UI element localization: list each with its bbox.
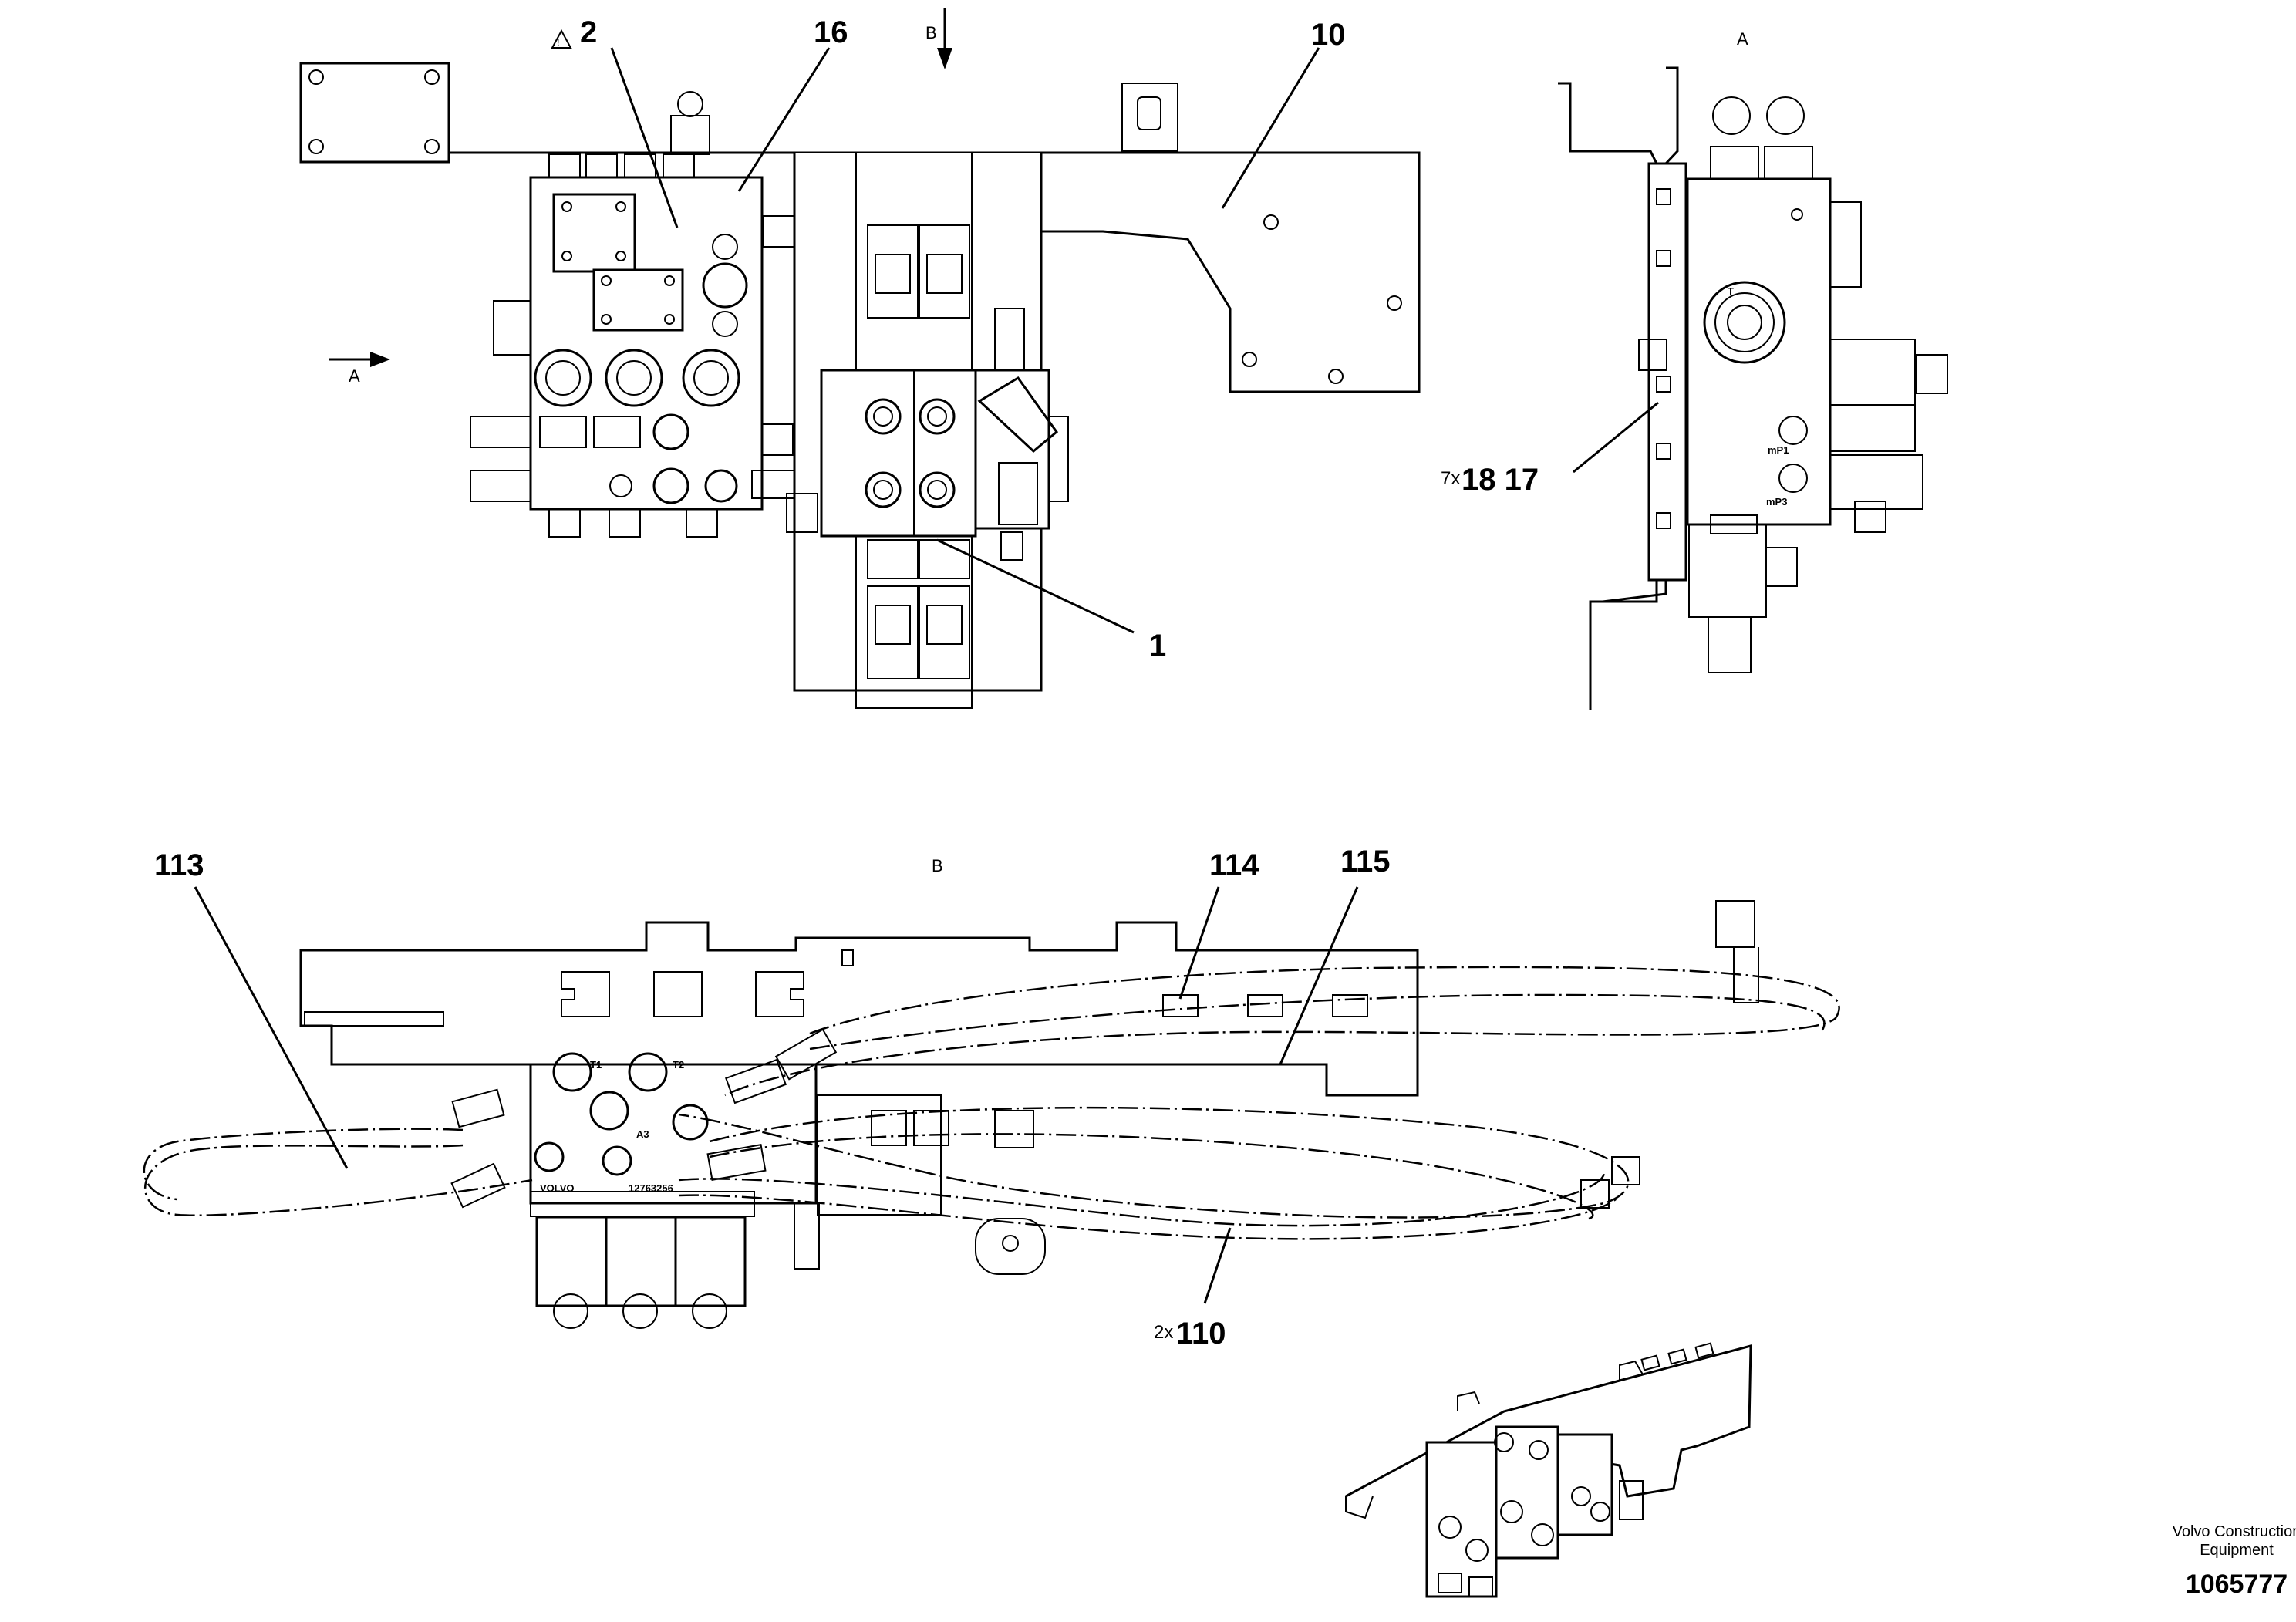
callout-114: 114 bbox=[1209, 848, 1259, 882]
callout-16: 16 bbox=[814, 15, 848, 49]
company-name-line1: Volvo Construction bbox=[2173, 1523, 2296, 1540]
isometric-thumbnail bbox=[1345, 1342, 1752, 1598]
callout-18-17-qty: 7x bbox=[1441, 468, 1460, 489]
callout-18-17: 18 17 bbox=[1462, 463, 1539, 497]
callout-115: 115 bbox=[1340, 845, 1391, 878]
valve-part-number: 12763256 bbox=[629, 1182, 673, 1194]
drawing-number: 1065777 bbox=[2186, 1570, 2288, 1599]
callout-113: 113 bbox=[154, 848, 204, 882]
arrow-right-icon bbox=[329, 352, 390, 367]
view-label-a-left: A bbox=[349, 366, 360, 386]
company-name-line2: Equipment bbox=[2200, 1542, 2274, 1559]
view-label-b-bottom: B bbox=[932, 856, 943, 875]
port-label-t: T bbox=[1728, 285, 1734, 297]
port-label-t1: T1 bbox=[590, 1059, 602, 1071]
view-label-a-side: A bbox=[1737, 29, 1748, 49]
callout-2: 2 bbox=[580, 15, 597, 49]
side-view-assembly bbox=[1558, 66, 1948, 710]
port-label-t2: T2 bbox=[673, 1059, 684, 1071]
arrow-down-icon bbox=[937, 8, 952, 69]
warning-triangle-icon: ! bbox=[551, 29, 572, 49]
view-label-b-top: B bbox=[925, 23, 937, 42]
callout-110: 110 bbox=[1176, 1317, 1226, 1351]
svg-text:!: ! bbox=[557, 36, 560, 48]
port-label-mp1: mP1 bbox=[1768, 444, 1789, 456]
top-view-assembly bbox=[143, 886, 1840, 1329]
callout-110-qty: 2x bbox=[1154, 1322, 1173, 1343]
front-view-assembly bbox=[299, 47, 1421, 709]
valve-brand-label: VOLVO bbox=[540, 1182, 575, 1194]
port-label-a3: A3 bbox=[636, 1128, 649, 1140]
port-label-mp3: mP3 bbox=[1766, 496, 1787, 508]
callout-1: 1 bbox=[1149, 629, 1166, 663]
callout-10: 10 bbox=[1311, 18, 1346, 52]
